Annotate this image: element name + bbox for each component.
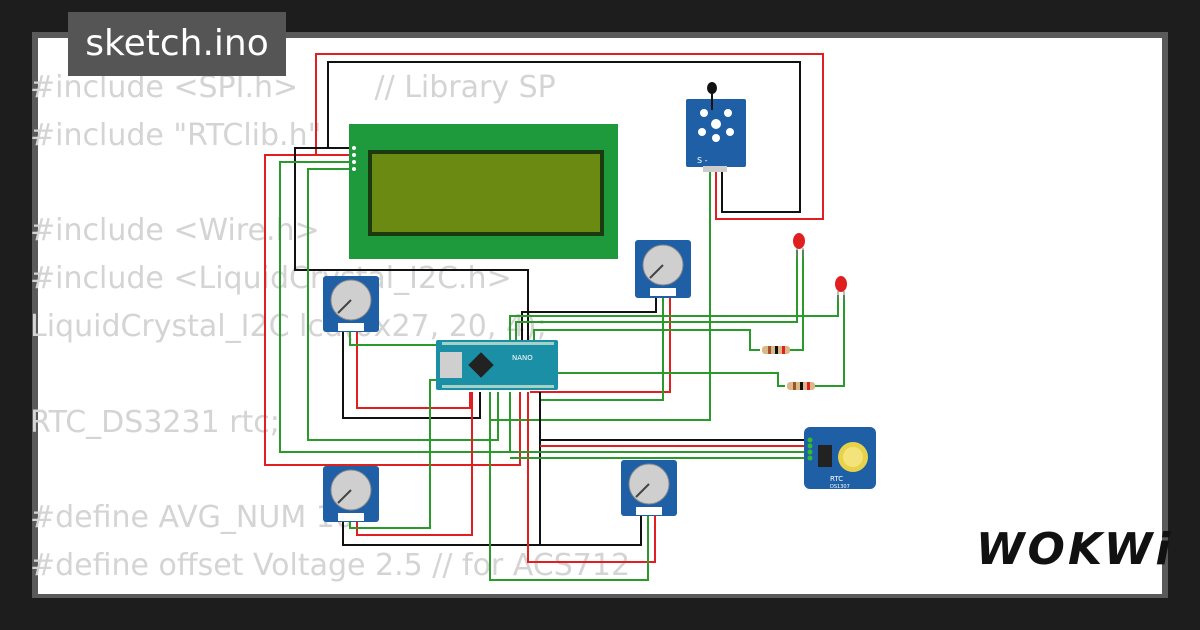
arduino-label: NANO <box>512 354 533 362</box>
nano-pins <box>442 342 554 388</box>
wire-black <box>342 392 541 546</box>
wire-green <box>515 250 798 340</box>
wire-green <box>815 295 845 387</box>
code-line: #define AVG_NUM 10 <box>30 500 354 536</box>
wokwi-logo: WOKWi <box>976 524 1174 575</box>
lcd-pins <box>352 146 356 171</box>
wire-red <box>530 296 671 393</box>
wire-green <box>546 372 785 387</box>
code-line: RTC_DS3231 rtc; <box>30 404 280 440</box>
resistor-1[interactable] <box>762 346 790 354</box>
wire-black <box>327 61 801 213</box>
sketch-filename-tab[interactable]: sketch.ino <box>68 12 286 76</box>
wire-green <box>349 330 440 346</box>
wires <box>264 53 845 581</box>
wire-red <box>527 392 656 563</box>
code-line: #define offset Voltage 2.5 // for ACS712 <box>30 547 631 583</box>
wire-black <box>342 330 481 419</box>
wire-black <box>540 514 642 546</box>
wire-red <box>356 330 471 409</box>
lcd-display[interactable] <box>349 124 618 259</box>
wire-red <box>315 53 824 220</box>
rtc-module[interactable]: RTC DS1307 <box>804 427 876 490</box>
led-red-1[interactable] <box>793 233 805 258</box>
potentiometer-2[interactable] <box>635 240 691 298</box>
resistor-2[interactable] <box>787 382 815 390</box>
temperature-sensor[interactable]: S - <box>686 82 746 172</box>
wire-green <box>790 250 804 351</box>
wire-green <box>489 392 649 581</box>
wire-green <box>509 295 839 340</box>
wire-green <box>533 329 760 351</box>
code-line: #include <Wire.h> <box>30 213 320 249</box>
rtc-pins <box>807 437 813 461</box>
arduino-nano[interactable]: NANO <box>436 340 558 390</box>
potentiometer-1[interactable] <box>323 276 379 332</box>
code-line: #include "RTClib.h" <box>30 117 322 153</box>
code-line: LiquidCrystal_I2C lcd(0x27, 20, 4); <box>30 308 547 344</box>
wire-black <box>521 296 657 340</box>
temp-sensor-pins-label: S - <box>697 156 708 165</box>
rtc-chip-label: DS1307 <box>830 484 850 490</box>
wire-green <box>279 161 511 453</box>
led-red-2[interactable] <box>835 276 847 300</box>
wire-black <box>294 147 529 340</box>
rtc-label: RTC <box>830 475 843 483</box>
potentiometer-4[interactable] <box>621 460 677 516</box>
potentiometer-3[interactable] <box>323 466 379 522</box>
wire-green <box>307 168 499 441</box>
wire-green <box>349 379 440 529</box>
